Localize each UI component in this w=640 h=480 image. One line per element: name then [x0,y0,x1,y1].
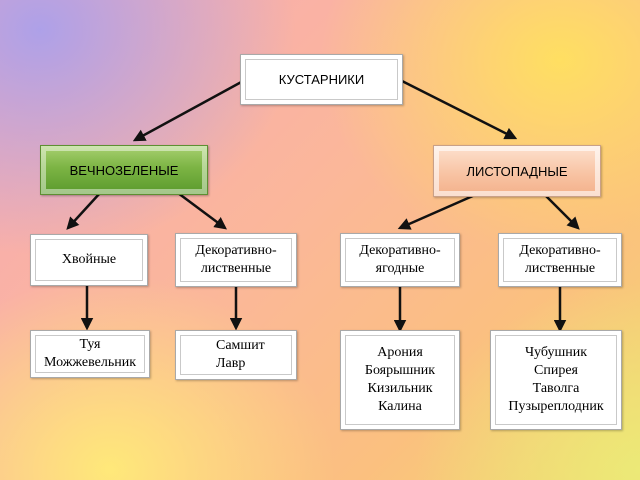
category-decorative-leaved-deciduous: Декоративно- лиственные [498,233,622,287]
arrow-evergreen-to-decorative [177,191,228,230]
examples-conifers-text: Туя Можжевельник [43,337,137,370]
examples-decorative-berry: Арония Боярышник Кизильник Калина [340,330,460,430]
root-label: КУСТАРНИКИ [278,71,365,87]
examples-conifers: Туя Можжевельник [30,330,150,378]
category-decorative-leaved-evergreen: Декоративно- лиственные [175,233,297,287]
arrow-root-to-evergreen [132,78,246,142]
examples-decorative-leaved-evergreen-text: Самшит Лавр [216,338,265,371]
group-evergreen: ВЕЧНОЗЕЛЕНЫЕ [40,145,208,195]
category-decorative-leaved-evergreen-label: Декоративно- лиственные [195,243,277,276]
category-conifers: Хвойные [30,234,148,286]
group-deciduous-label: ЛИСТОПАДНЫЕ [466,163,568,179]
category-decorative-berry: Декоративно- ягодные [340,233,460,287]
group-deciduous: ЛИСТОПАДНЫЕ [433,145,601,197]
category-decorative-berry-label: Декоративно- ягодные [359,243,441,276]
examples-decorative-leaved-evergreen: Самшит Лавр [175,330,297,380]
examples-decorative-berry-text: Арония Боярышник Кизильник Калина [364,345,436,414]
group-evergreen-label: ВЕЧНОЗЕЛЕНЫЕ [69,162,179,178]
arrow-deciduous-to-decorative [544,194,580,230]
root-node: КУСТАРНИКИ [240,54,403,105]
arrow-evergreen-to-conifers [66,192,101,230]
category-decorative-leaved-deciduous-label: Декоративно- лиственные [519,243,601,276]
arrow-root-to-deciduous [399,78,518,140]
examples-decorative-leaved-deciduous-text: Чубушник Спирея Таволга Пузыреплодник [508,345,604,414]
category-conifers-label: Хвойные [61,252,117,267]
examples-decorative-leaved-deciduous: Чубушник Спирея Таволга Пузыреплодник [490,330,622,430]
arrow-deciduous-to-berry [397,193,476,230]
